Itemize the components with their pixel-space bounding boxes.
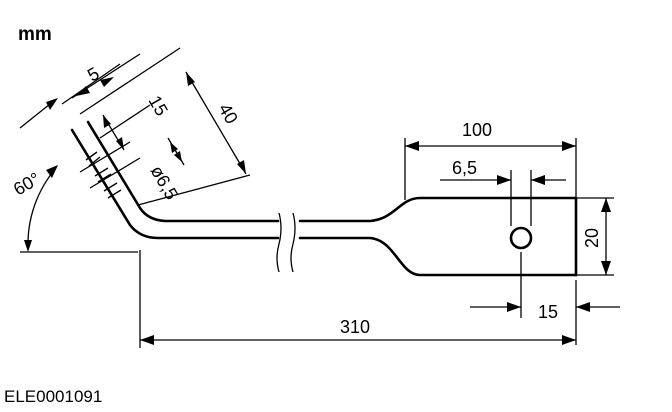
flat-end-length-label: 100 (462, 120, 492, 140)
overall-length-label: 310 (340, 317, 370, 337)
bent-dimensions (61, 47, 251, 206)
units-label: mm (18, 24, 52, 45)
flat-end-dimensions (139, 138, 620, 348)
bent-edge-distance-label: 15 (145, 92, 172, 119)
bent-offset-label: 5 (84, 63, 103, 85)
flat-end-width-label: 20 (582, 228, 602, 248)
end-hole (509, 226, 533, 250)
blade-outline (70, 120, 578, 277)
bent-length-label: 40 (215, 100, 242, 127)
bent-hole-diameter-label: ø6,5 (147, 162, 182, 203)
angle-dimension (19, 98, 138, 253)
flat-end-hole-diameter-label: 6,5 (452, 158, 477, 178)
flat-end-hole-distance-label: 15 (538, 302, 558, 322)
reference-code: ELE0001091 (4, 387, 102, 406)
bent-hole-hatching (79, 141, 141, 199)
